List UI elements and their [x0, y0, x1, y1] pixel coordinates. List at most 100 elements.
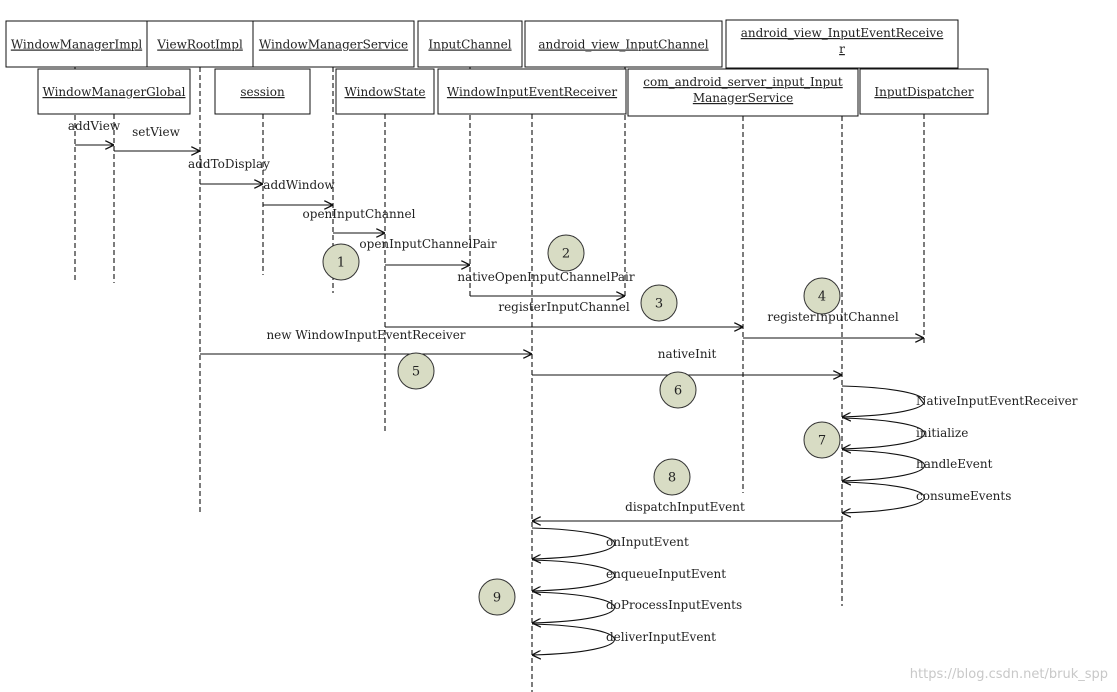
self-call-arrow: [842, 481, 926, 513]
object-box-frame: [417, 20, 523, 68]
self-call-arrow: [842, 417, 926, 449]
object-label: WindowState: [345, 85, 426, 99]
object-label: WindowManagerImpl: [11, 38, 143, 52]
object-box-ses: session: [214, 68, 311, 115]
message-17: enqueueInputEvent: [532, 559, 726, 591]
object-box-ic: InputChannel: [417, 20, 523, 68]
message-13: handleEvent: [842, 449, 993, 481]
object-box-ws: WindowState: [335, 68, 435, 115]
step-circle: [397, 352, 435, 390]
message-label: new WindowInputEventReceiver: [266, 328, 465, 342]
message-3: addWindow: [263, 178, 335, 205]
step-circle: [322, 243, 360, 281]
message-5: openInputChannelPair: [359, 237, 497, 265]
object-box-wms: WindowManagerService: [252, 20, 415, 68]
message-4: openInputChannel: [303, 207, 416, 233]
message-label: registerInputChannel: [498, 300, 630, 314]
object-box-frame: [214, 68, 311, 115]
object-box-wier: WindowInputEventReceiver: [437, 68, 627, 115]
message-label: setView: [132, 125, 180, 139]
message-label: consumeEvents: [916, 489, 1011, 503]
object-box-frame: [859, 68, 989, 115]
step-number: 4: [818, 290, 826, 305]
self-call-arrow: [532, 623, 616, 655]
object-label-line: com_android_server_input_Input: [643, 75, 843, 89]
message-label: initialize: [916, 426, 968, 440]
object-box-avier: android_view_InputEventReceiver: [725, 19, 959, 69]
message-18: doProcessInputEvents: [532, 591, 742, 623]
message-label: handleEvent: [916, 457, 993, 471]
self-call-arrow: [532, 591, 616, 623]
message-label: addView: [68, 119, 121, 133]
step-circle: [478, 578, 516, 616]
step-number: 8: [668, 471, 676, 486]
message-label: addWindow: [263, 178, 335, 192]
object-box-frame: [252, 20, 415, 68]
message-8: registerInputChannel: [743, 310, 924, 338]
step-marker-2: 2: [547, 234, 585, 272]
object-box-idp: InputDispatcher: [859, 68, 989, 115]
message-label: registerInputChannel: [767, 310, 899, 324]
step-number: 9: [493, 591, 501, 606]
object-label-line: ManagerService: [693, 91, 793, 105]
message-label: dispatchInputEvent: [625, 500, 745, 514]
watermark: https://blog.csdn.net/bruk_spp: [910, 667, 1108, 682]
message-label: nativeOpenInputChannelPair: [457, 270, 634, 284]
message-label: onInputEvent: [606, 535, 689, 549]
object-box-vri: ViewRootImpl: [146, 20, 254, 68]
message-15: dispatchInputEvent: [532, 500, 842, 521]
object-box-frame: [335, 68, 435, 115]
object-box-frame: [37, 68, 191, 115]
object-label: WindowInputEventReceiver: [447, 85, 617, 99]
object-box-wmg: WindowManagerGlobal: [37, 68, 191, 115]
message-1: setView: [114, 125, 200, 151]
self-call-arrow: [532, 559, 616, 591]
step-marker-1: 1: [322, 243, 360, 281]
self-call-arrow: [532, 527, 616, 559]
step-number: 1: [337, 256, 345, 271]
step-marker-6: 6: [659, 371, 697, 409]
message-label: nativeInit: [658, 347, 717, 361]
step-marker-9: 9: [478, 578, 516, 616]
self-call-arrow: [842, 449, 926, 481]
step-marker-4: 4: [803, 277, 841, 315]
object-label: WindowManagerGlobal: [42, 85, 185, 99]
step-circle: [659, 371, 697, 409]
object-box-cims: com_android_server_input_InputManagerSer…: [627, 68, 859, 117]
step-number: 7: [818, 434, 826, 449]
message-6: nativeOpenInputChannelPair: [457, 270, 635, 296]
message-16: onInputEvent: [532, 527, 689, 559]
object-box-frame: [5, 20, 148, 68]
step-circle: [547, 234, 585, 272]
message-label: deliverInputEvent: [606, 630, 716, 644]
step-marker-8: 8: [653, 458, 691, 496]
message-label: doProcessInputEvents: [606, 598, 742, 612]
object-label: ViewRootImpl: [156, 38, 243, 52]
message-19: deliverInputEvent: [532, 623, 716, 655]
self-call-arrow: [842, 385, 926, 417]
step-marker-5: 5: [397, 352, 435, 390]
message-label: NativeInputEventReceiver: [916, 394, 1078, 408]
message-label: enqueueInputEvent: [606, 567, 726, 581]
message-14: consumeEvents: [842, 481, 1011, 513]
object-label: InputChannel: [428, 38, 511, 52]
step-number: 6: [674, 384, 682, 399]
object-label-line: r: [839, 42, 845, 56]
message-9: new WindowInputEventReceiver: [200, 328, 532, 354]
message-label: addToDisplay: [188, 157, 270, 171]
object-label-line: android_view_InputEventReceive: [741, 26, 944, 40]
message-label: openInputChannel: [303, 207, 416, 221]
message-2: addToDisplay: [188, 157, 270, 184]
message-12: initialize: [842, 417, 968, 449]
object-box-frame: [146, 20, 254, 68]
step-marker-3: 3: [640, 284, 678, 322]
object-box-frame: [437, 68, 627, 115]
step-circle: [803, 421, 841, 459]
message-7: registerInputChannel: [385, 300, 743, 327]
message-11: NativeInputEventReceiver: [842, 385, 1078, 417]
step-number: 2: [562, 247, 570, 262]
object-box-frame: [725, 19, 959, 69]
object-box-frame: [524, 20, 723, 68]
object-box-avic: android_view_InputChannel: [524, 20, 723, 68]
